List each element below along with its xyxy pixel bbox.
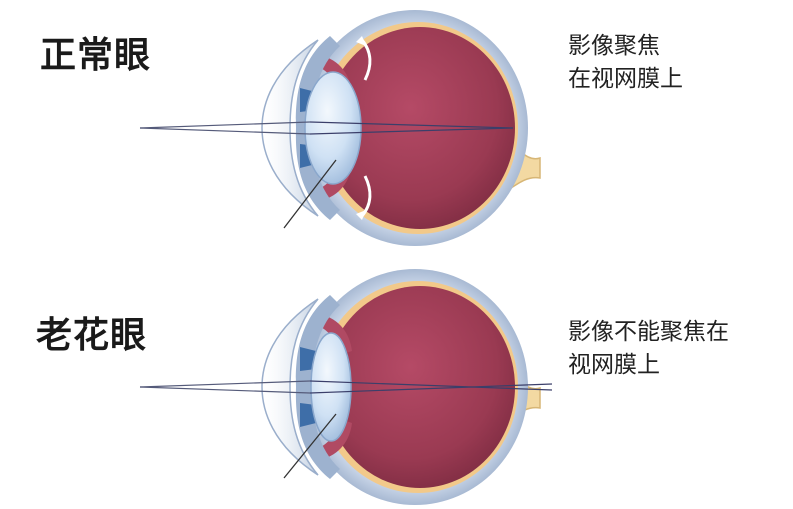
cornea bbox=[261, 39, 319, 217]
normal-eye-title: 正常眼 bbox=[40, 35, 152, 76]
anterior-segment bbox=[295, 295, 340, 479]
presbyopic-eye bbox=[139, 269, 553, 505]
caption-line: 影像不能聚焦在 bbox=[568, 319, 729, 345]
pointer-line bbox=[283, 413, 337, 479]
lens bbox=[304, 71, 362, 185]
normal-eye bbox=[139, 10, 541, 246]
lens bbox=[310, 332, 352, 442]
refracted-ray-upper bbox=[309, 380, 553, 391]
vitreous-chamber bbox=[325, 27, 515, 229]
light-ray-upper bbox=[139, 380, 311, 388]
light-ray-upper bbox=[139, 121, 311, 129]
refracted-ray-lower bbox=[309, 383, 553, 394]
pointer-line bbox=[283, 159, 337, 229]
light-ray-lower bbox=[139, 386, 311, 394]
caption-line: 影像聚焦 bbox=[568, 33, 660, 59]
arrow-head-down bbox=[356, 210, 366, 220]
vitreous-chamber bbox=[325, 286, 515, 488]
presbyopia-title: 老花眼 bbox=[36, 315, 148, 356]
caption-line: 视网膜上 bbox=[568, 352, 660, 378]
arrow-head-up bbox=[356, 36, 366, 46]
normal-eye-caption: 影像聚焦 在视网膜上 bbox=[568, 30, 683, 96]
caption-line: 在视网膜上 bbox=[568, 66, 683, 92]
cornea bbox=[261, 298, 319, 476]
presbyopia-caption: 影像不能聚焦在 视网膜上 bbox=[568, 316, 729, 382]
anterior-segment bbox=[295, 36, 340, 220]
refracted-ray-upper bbox=[309, 121, 514, 129]
refracted-ray-lower bbox=[309, 127, 514, 135]
light-ray-lower bbox=[139, 127, 311, 135]
